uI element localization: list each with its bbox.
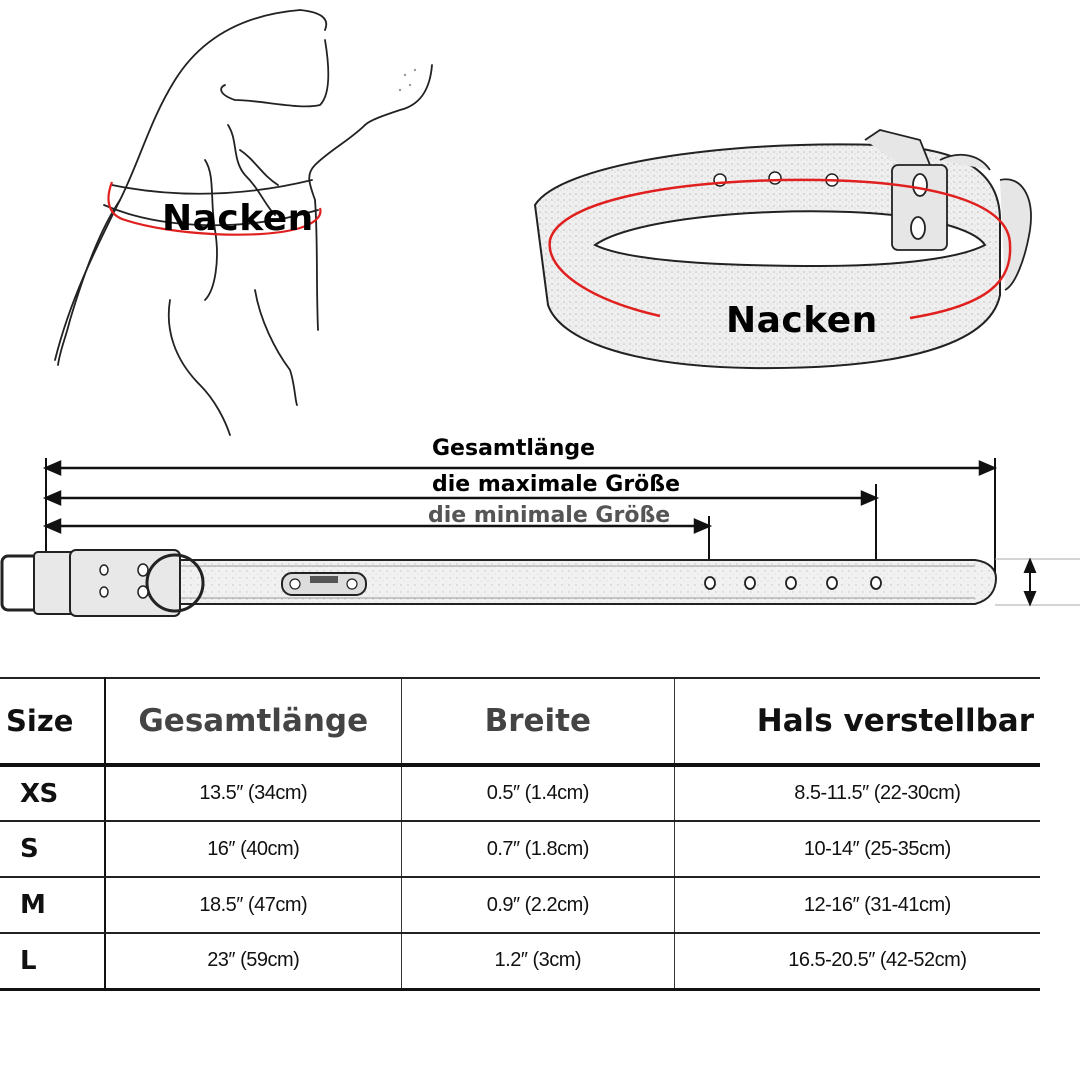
width-cell: 0.5″ (1.4cm): [401, 765, 675, 822]
flat-collar-illustration: [0, 549, 1080, 617]
header-size: Size: [0, 677, 106, 767]
length-cell: 13.5″ (34cm): [104, 765, 402, 822]
table-row: L 23″ (59cm) 1.2″ (3cm) 16.5-20.5″ (42-5…: [0, 933, 1040, 991]
dimension-arrows: [42, 458, 998, 590]
neck-cell: 8.5-11.5″ (22-30cm): [674, 765, 1040, 822]
neck-cell: 12-16″ (31-41cm): [674, 877, 1040, 934]
table-row: S 16″ (40cm) 0.7″ (1.8cm) 10-14″ (25-35c…: [0, 821, 1040, 878]
size-cell: XS: [0, 765, 106, 822]
length-cell: 23″ (59cm): [104, 933, 402, 991]
neck-cell: 16.5-20.5″ (42-52cm): [674, 933, 1040, 991]
width-cell: 0.9″ (2.2cm): [401, 877, 675, 934]
size-cell: L: [0, 933, 106, 991]
header-width: Breite: [401, 677, 675, 767]
table-row: M 18.5″ (47cm) 0.9″ (2.2cm) 12-16″ (31-4…: [0, 877, 1040, 934]
width-cell: 1.2″ (3cm): [401, 933, 675, 991]
min-size-label: die minimale Größe: [428, 503, 671, 528]
dog-nacken-label: Nacken: [162, 198, 314, 239]
neck-cell: 10-14″ (25-35cm): [674, 821, 1040, 878]
collar-measure-line: [548, 178, 1012, 320]
length-cell: 16″ (40cm): [104, 821, 402, 878]
collar-nacken-label: Nacken: [726, 300, 878, 341]
max-size-label: die maximale Größe: [432, 472, 681, 497]
header-total-length: Gesamtlänge: [104, 677, 402, 767]
total-length-label: Gesamtlänge: [432, 436, 596, 461]
table-header-row: Size Gesamtlänge Breite Hals verstellbar: [0, 677, 1040, 767]
size-cell: M: [0, 877, 106, 934]
size-table: Size Gesamtlänge Breite Hals verstellbar…: [0, 677, 1040, 991]
width-cell: 0.7″ (1.8cm): [401, 821, 675, 878]
neck-measure-line: [107, 181, 322, 236]
table-row: XS 13.5″ (34cm) 0.5″ (1.4cm) 8.5-11.5″ (…: [0, 765, 1040, 822]
length-cell: 18.5″ (47cm): [104, 877, 402, 934]
header-neck-adjustable: Hals verstellbar: [674, 677, 1040, 767]
size-cell: S: [0, 821, 106, 878]
collar-ring-illustration: [533, 129, 1032, 370]
dog-neck-illustration: [54, 9, 433, 436]
